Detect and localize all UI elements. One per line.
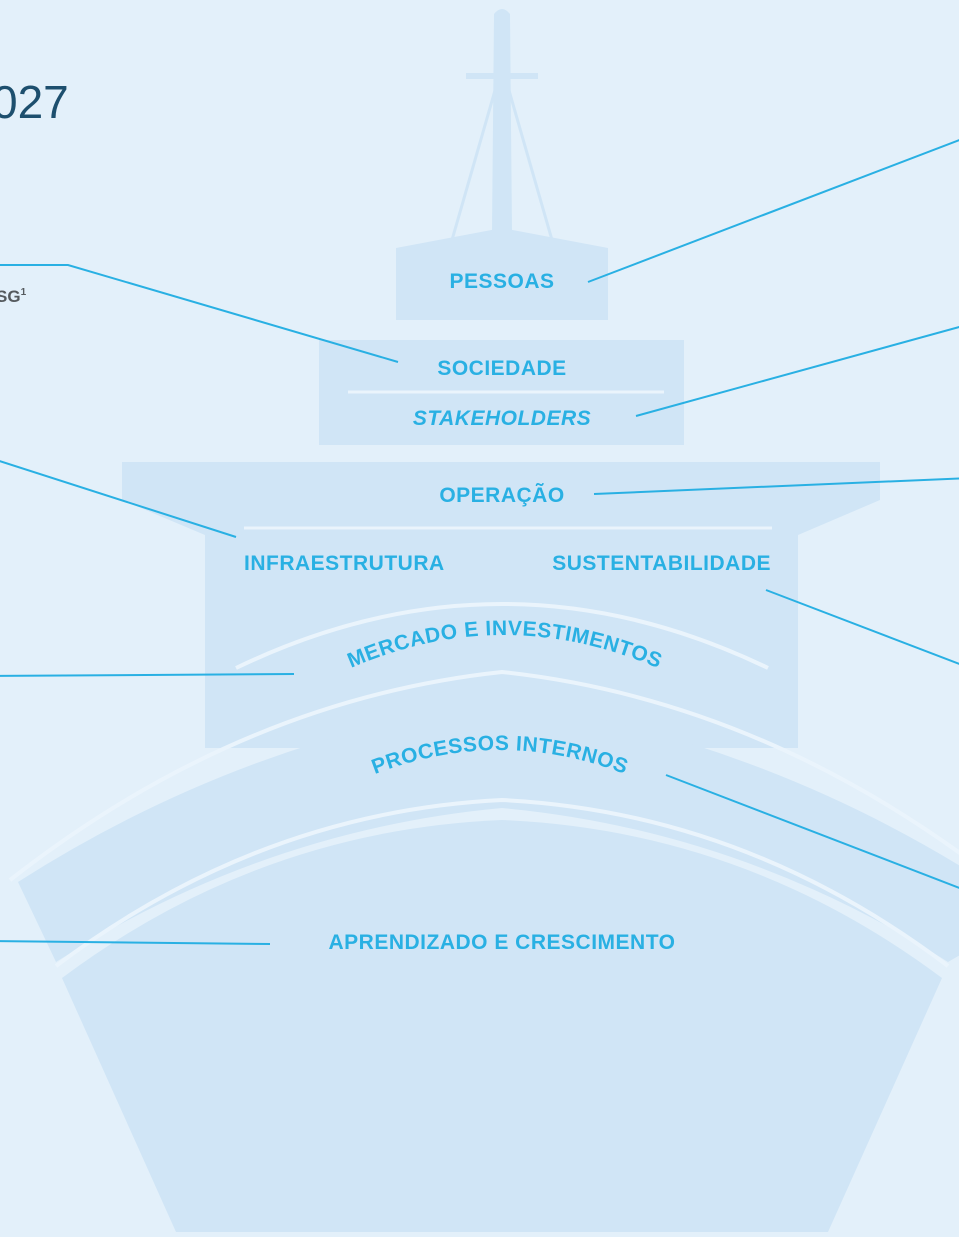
leader-line-aprendizado — [0, 940, 271, 945]
hull-top-edge — [54, 797, 950, 968]
label-infraestrutura: INFRAESTRUTURA — [244, 552, 445, 575]
mast — [450, 9, 554, 241]
leader-line-infraestrutura — [0, 460, 237, 538]
label-aprendizado-crescimento: APRENDIZADO E CRESCIMENTO — [329, 931, 676, 954]
label-operacao: OPERAÇÃO — [439, 484, 564, 507]
leader-line-mercado — [0, 673, 295, 677]
mast-rope-left — [450, 79, 500, 241]
label-stakeholders: STAKEHOLDERS — [413, 407, 591, 430]
page-title-fragment: 027 — [0, 76, 69, 128]
label-pessoas: PESSOAS — [449, 270, 554, 293]
mast-crossbar — [466, 73, 538, 79]
esg-footnote-marker: 1 — [21, 287, 27, 298]
leader-line-sociedade — [0, 264, 399, 363]
label-sociedade: SOCIEDADE — [437, 357, 566, 380]
leader-line-sustentabilidade — [765, 589, 959, 665]
leader-lines — [0, 139, 959, 945]
processes-band — [18, 700, 959, 962]
leader-line-stakeholders — [635, 325, 959, 417]
hull-body — [62, 820, 942, 1232]
mast-rope-right — [504, 79, 554, 241]
leader-line-pessoas — [587, 139, 959, 283]
leader-line-operacao — [593, 477, 959, 495]
processes-band-top-edge — [8, 669, 959, 882]
leader-line-processos — [665, 774, 959, 889]
mast-pole — [492, 9, 512, 232]
esg-fragment-text: SG — [0, 287, 21, 306]
bridge-block — [396, 228, 608, 320]
esg-fragment: SG1 — [0, 287, 27, 306]
label-sustentabilidade: SUSTENTABILIDADE — [552, 552, 771, 575]
market-arc-line — [235, 602, 769, 670]
